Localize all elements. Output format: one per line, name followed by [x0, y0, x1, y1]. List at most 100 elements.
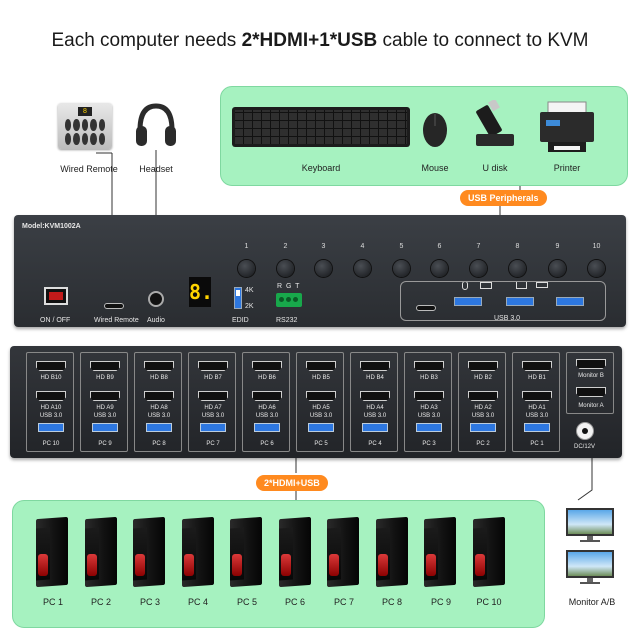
usb-port-pc10 — [38, 423, 64, 432]
headline-part1: Each computer needs — [51, 30, 242, 51]
pc-select-button-9[interactable] — [549, 260, 566, 277]
edid-switch[interactable] — [234, 287, 242, 309]
usb-port-1 — [454, 297, 482, 306]
pc-select-button-7[interactable] — [470, 260, 487, 277]
hdmi-b6-label: HD B6 — [258, 375, 276, 381]
pc-tower-icon — [81, 516, 119, 588]
usb-port-3 — [556, 297, 584, 306]
button-9-label: 9 — [555, 243, 560, 250]
pc-tower-icon — [469, 516, 507, 588]
wired-remote-device: 8 — [58, 103, 112, 149]
pc-tower-icon — [275, 516, 313, 588]
hdmi-a3-label: HD A3 — [420, 405, 438, 411]
headline: Each computer needs 2*HDMI+1*USB cable t… — [0, 30, 640, 52]
pc-select-button-10[interactable] — [588, 260, 605, 277]
rear-port-column-pc5: HD B5 HD A5 USB 3.0 PC 5 — [296, 352, 344, 452]
remote-button-grid — [65, 119, 105, 145]
hdmi-port-b7 — [198, 361, 228, 371]
rear-port-column-pc10: HD B10 HD A10 USB 3.0 PC 10 — [26, 352, 74, 452]
usb-3-label: USB 3.0 — [494, 315, 521, 322]
pc9-rear-label: PC 9 — [98, 441, 112, 447]
edid-label: EDID — [232, 317, 249, 324]
pc-label: PC 1 — [42, 597, 63, 607]
button-5-label: 5 — [399, 243, 404, 250]
button-4-label: 4 — [360, 243, 365, 250]
dc-label: DC/12V — [574, 444, 596, 450]
rear-port-column-pc4: HD B4 HD A4 USB 3.0 PC 4 — [350, 352, 398, 452]
keyboard-icon — [232, 107, 410, 147]
audio-jack — [148, 291, 164, 307]
usb-port-pc9 — [92, 423, 118, 432]
pc-tower-icon — [323, 516, 361, 588]
rear-port-column-pc2: HD B2 HD A2 USB 3.0 PC 2 — [458, 352, 506, 452]
hdmi-usb-chip: 2*HDMI+USB — [256, 475, 328, 491]
pc-select-button-3[interactable] — [315, 260, 332, 277]
pc-select-button-5[interactable] — [393, 260, 410, 277]
pc-tower-icon — [226, 516, 264, 588]
pc-tower-icon — [178, 516, 216, 588]
usb-label-pc2: USB 3.0 — [471, 413, 495, 419]
button-3-label: 3 — [321, 243, 326, 250]
headline-bold: 2*HDMI+1*USB — [241, 30, 378, 51]
usb-port-pc5 — [308, 423, 334, 432]
power-label: ON / OFF — [40, 317, 71, 324]
hdmi-b10-label: HD B10 — [40, 375, 62, 381]
hdmi-a8-label: HD A8 — [150, 405, 168, 411]
usb-port-pc6 — [254, 423, 280, 432]
pc-select-button-1[interactable] — [238, 260, 255, 277]
hdmi-port-b4 — [360, 361, 390, 371]
keyboard-label: Keyboard — [301, 163, 341, 173]
pc1-rear-label: PC 1 — [530, 441, 544, 447]
pc-label: PC 10 — [476, 597, 502, 607]
edid-2k: 2K — [245, 303, 254, 310]
rear-port-column-pc8: HD B8 HD A8 USB 3.0 PC 8 — [134, 352, 182, 452]
hdmi-port-a9 — [90, 391, 120, 401]
monitor-output-column: Monitor B Monitor A — [566, 352, 614, 414]
hdmi-a1-label: HD A1 — [528, 405, 546, 411]
hdmi-b5-label: HD B5 — [312, 375, 330, 381]
hdmi-port-b10 — [36, 361, 66, 371]
pc6-rear-label: PC 6 — [260, 441, 274, 447]
kvm-front-panel: Model:KVM1002A ON / OFF Wired Remote Aud… — [14, 215, 626, 327]
audio-label: Audio — [147, 317, 165, 324]
hdmi-port-b8 — [144, 361, 174, 371]
hdmi-port-a3 — [414, 391, 444, 401]
hdmi-port-a4 — [360, 391, 390, 401]
rear-port-column-pc6: HD B6 HD A6 USB 3.0 PC 6 — [242, 352, 290, 452]
headset-icon — [136, 103, 176, 146]
power-switch[interactable] — [44, 287, 68, 305]
keyboard-port-icon — [480, 282, 492, 289]
pc-select-button-4[interactable] — [354, 260, 371, 277]
pc3-rear-label: PC 3 — [422, 441, 436, 447]
pc-label: PC 9 — [430, 597, 451, 607]
hdmi-port-b1 — [522, 361, 552, 371]
hdmi-a9-label: HD A9 — [96, 405, 114, 411]
rs232-terminal — [276, 293, 302, 307]
usb-label-pc9: USB 3.0 — [93, 413, 117, 419]
usb-port-pc4 — [362, 423, 388, 432]
pc7-rear-label: PC 7 — [206, 441, 220, 447]
u-disk-icon — [476, 100, 514, 146]
pc2-rear-label: PC 2 — [476, 441, 490, 447]
usb-label-pc5: USB 3.0 — [309, 413, 333, 419]
usb-port-pc3 — [416, 423, 442, 432]
rear-port-column-pc7: HD B7 HD A7 USB 3.0 PC 7 — [188, 352, 236, 452]
monitor-icon — [566, 508, 614, 542]
pc-select-button-8[interactable] — [509, 260, 526, 277]
mouse-label: Mouse — [421, 163, 449, 173]
pc-select-button-2[interactable] — [277, 260, 294, 277]
wired-remote-port-label: Wired Remote — [94, 317, 139, 324]
pc-label: PC 2 — [90, 597, 111, 607]
pc-select-button-6[interactable] — [431, 260, 448, 277]
usb-port-pc2 — [470, 423, 496, 432]
monitor-ab-label: Monitor A/B — [568, 597, 616, 607]
pc-label: PC 5 — [236, 597, 257, 607]
pc-label: PC 4 — [187, 597, 208, 607]
pc-tower-icon — [32, 516, 70, 588]
usb-port-pc8 — [146, 423, 172, 432]
pc-tower-icon — [372, 516, 410, 588]
hdmi-b9-label: HD B9 — [96, 375, 114, 381]
hdmi-a6-label: HD A6 — [258, 405, 276, 411]
rgt-label: R G T — [277, 283, 300, 290]
usb-label-pc1: USB 3.0 — [525, 413, 549, 419]
